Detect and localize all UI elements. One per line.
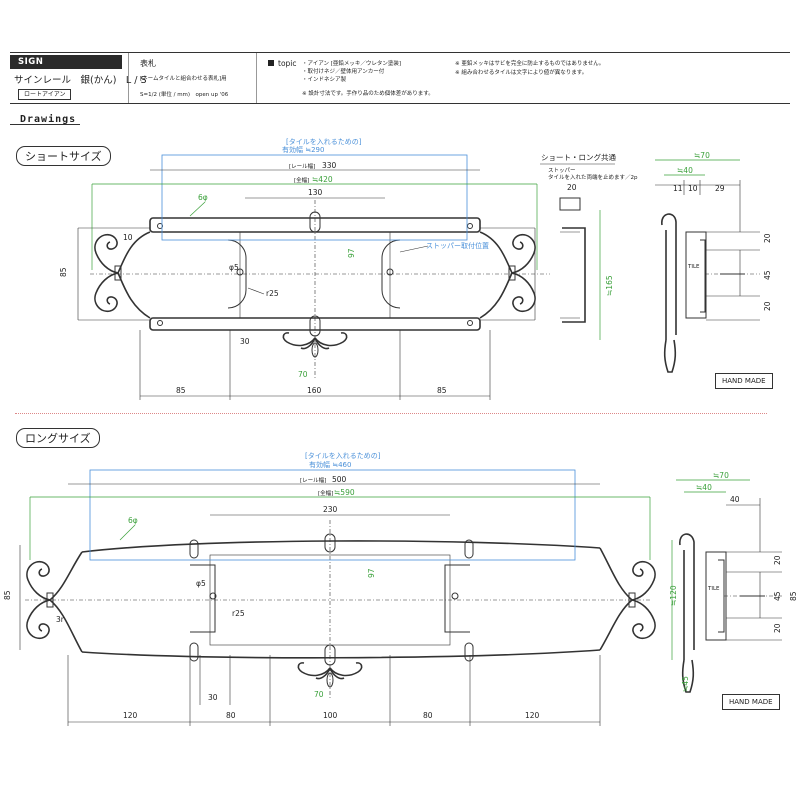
title-block: SIGN サインレール 銀(かん) L / S ロートアイアン 表札 [ネームタ… [10,52,790,104]
long-v20b: 20 [773,623,782,633]
short-tile-note: [タイルを入れるための] [286,137,362,146]
long-effective-width: 有効幅 ≒460 [309,460,351,469]
long-radius: r25 [232,609,245,618]
short-stopper-pos: ストッパー取付位置 [426,241,489,250]
long-dim-30: 30 [208,693,218,702]
topic-label: topic [278,59,297,68]
product-description: [ネームタイルと組合わせる表札]用 [140,76,227,82]
long-hole-dia: φ5 [196,579,206,588]
short-bottom-dim-right: 85 [437,386,447,395]
topic-line: ・インドネシア製 [302,77,347,83]
long-height-dim: 85 [3,590,12,600]
topic-note: ※ 設計寸法です。手作り品のため個体差があります。 [302,91,434,97]
short-side-views: 20 ショート・ロング共通 ストッパー タイルを入れた両端を止めます／2p ≒1… [540,151,772,373]
long-rail-width: 500 [332,475,347,484]
short-dim-70: 70 [298,370,308,379]
short-dim-10b: 10 [688,184,698,193]
header-note: ※ 亜鉛メッキはサビを完全に防止するものではありません。 [455,61,605,67]
short-bottom-dim-mid: 160 [307,386,322,395]
long-inner: 230 [323,505,338,514]
product-name: サインレール 銀(かん) L / S [14,75,147,86]
long-bottom-dim-3: 100 [323,711,338,720]
short-size-label: ショートサイズ [16,146,111,166]
short-inner: 130 [308,188,323,197]
short-dim-10: 10 [123,233,133,242]
long-tile-note: [タイルを入れるための] [305,451,381,460]
short-front-view: 85 φ5 r25 30 97 70 ストッパー取付位置 [59,137,550,400]
short-overall-bracket: [全幅] [294,176,309,184]
long-v85: 85 [789,591,798,601]
short-tile-label: TILE [687,264,700,270]
short-dim-30: 30 [240,337,250,346]
long-dim-70: 70 [314,690,324,699]
topic-line: ・アイアン [亜鉛メッキ／ウレタン塗装] [302,61,402,67]
product-label: 表札 [140,59,156,68]
side-note-2: タイルを入れた両端を止めます／2p [548,173,638,181]
long-vert-45: ≒45 [681,676,690,692]
hand-made-badge-short: HAND MADE [715,373,773,389]
long-depth-40: ≒40 [696,483,712,492]
scale-text: S=1/2 (単位 / mm) open up '06 [140,92,229,98]
short-dim-29: 29 [715,184,725,193]
long-overall-bracket: [全幅] [318,489,333,497]
sign-tag: SIGN [10,55,122,69]
long-rail-label: [レール幅] [300,476,326,484]
header-note: ※ 組み合わせるタイルは文字により値が異なります。 [455,70,588,76]
long-r3: 3r [56,615,65,624]
short-bottom-dim-left: 85 [176,386,186,395]
long-bottom-dim-4: 80 [423,711,433,720]
long-vert-120: ≒120 [669,585,678,606]
long-depth-total: ≒70 [713,471,729,480]
short-hole-dia: φ5 [229,263,239,272]
long-bottom-dim-2: 80 [226,711,236,720]
title-cell-label [128,53,257,103]
section-divider [15,413,767,414]
section-title: Drawings [20,114,77,125]
long-overall: ≒590 [334,488,355,497]
long-bottom-dim-1: 120 [123,711,138,720]
short-dim-97: 97 [347,248,356,258]
short-v20b: 20 [763,301,772,311]
short-rail-width: 330 [322,161,337,170]
square-bullet-icon [268,60,274,66]
long-front-view: 85 φ5 r25 3r 30 97 70 [3,451,656,726]
short-radius: r25 [266,289,279,298]
short-depth-total: ≒70 [694,151,710,160]
hand-made-badge-long: HAND MADE [722,694,780,710]
topic-line: ・取付けネジ／壁体用アンカー付 [302,69,385,75]
short-rod: 6φ [198,193,208,202]
short-v45: 45 [763,270,772,280]
long-v45: 45 [773,591,782,601]
long-tile-label: TILE [707,586,720,592]
short-height-dim: 85 [59,267,68,277]
topic-heading: topic [268,59,297,68]
short-overall: ≒420 [312,175,333,184]
short-effective-width: 有効幅 ≒290 [282,145,324,154]
title-cell-name [10,53,129,103]
material-tag: ロートアイアン [18,89,72,100]
short-v20a: 20 [763,233,772,243]
short-rail-label: [レール幅] [289,162,315,170]
long-v20a: 20 [773,555,782,565]
short-dim-20: 20 [567,183,577,192]
long-bottom-dim-5: 120 [525,711,540,720]
long-rod: 6φ [128,516,138,525]
long-dim-97: 97 [367,568,376,578]
long-dim-40: 40 [730,495,740,504]
long-side-view: TILE 20 45 20 85 ≒120 ≒45 ≒70 ≒40 40 [669,471,798,693]
short-vert-165: ≒165 [605,275,614,296]
section-underline [10,124,80,125]
side-note-title: ショート・ロング共通 [541,152,616,162]
short-depth-40: ≒40 [677,166,693,175]
long-size-label: ロングサイズ [16,428,100,448]
side-note: ストッパー [548,167,576,174]
short-dim-11: 11 [673,184,683,193]
